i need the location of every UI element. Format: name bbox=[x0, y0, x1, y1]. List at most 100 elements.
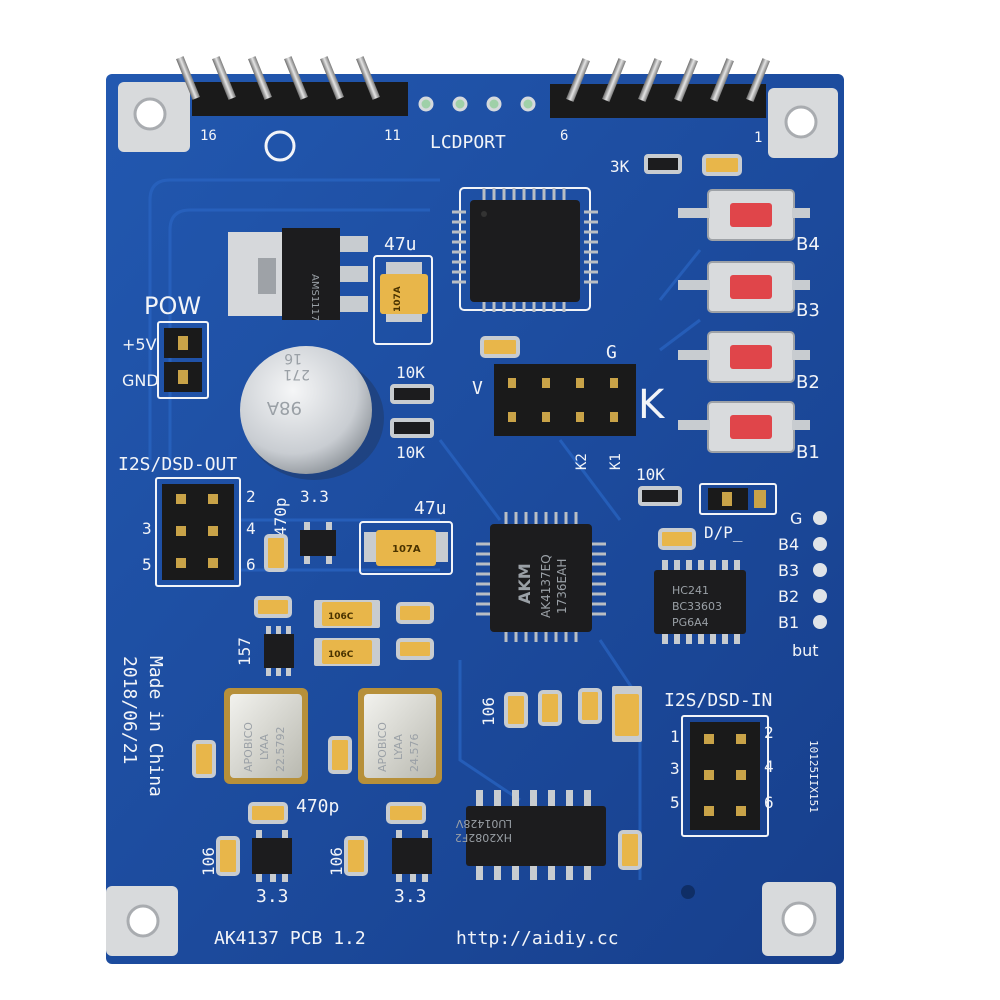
oscillator-22m: APOBICO LYAA 22.5792 bbox=[224, 688, 308, 784]
mcu-chip bbox=[452, 187, 598, 312]
board-url: http://aidiy.cc bbox=[456, 928, 619, 949]
b3-pin-label: B3 bbox=[778, 561, 799, 580]
mounting-hole-top-right bbox=[768, 88, 838, 158]
osc1-freq: 22.5792 bbox=[274, 727, 287, 773]
key-header bbox=[494, 364, 636, 436]
tantalum-capacitor-mid: 107A bbox=[359, 521, 453, 575]
resistor-10k-c bbox=[638, 486, 682, 506]
hc241-line3: PG6A4 bbox=[672, 616, 709, 629]
mounting-hole-top-left bbox=[118, 82, 190, 152]
lcd-header-left bbox=[176, 56, 408, 116]
dp-jumper[interactable] bbox=[699, 483, 777, 515]
out-pin-6: 6 bbox=[246, 555, 256, 574]
lcd-header-right bbox=[550, 58, 770, 118]
tact-switch-b3[interactable] bbox=[678, 261, 810, 313]
in-pin-1: 1 bbox=[670, 727, 680, 746]
serial-number: 10125IIX151 bbox=[807, 740, 820, 813]
g-pin-label: G bbox=[790, 509, 802, 528]
made-in-china-label: Made in China bbox=[145, 656, 166, 797]
regulator-sot23-a bbox=[300, 522, 336, 564]
mounting-hole-bottom-left bbox=[106, 886, 178, 956]
button-pin-pads bbox=[813, 511, 827, 629]
smd-cap-bottom-right bbox=[618, 830, 642, 870]
smd-cap-470p-a bbox=[264, 534, 288, 572]
b1-button-label: B1 bbox=[796, 442, 820, 463]
tantalum-small-a-code: 106C bbox=[328, 612, 354, 622]
i2s-in-header bbox=[681, 715, 769, 837]
osc2-freq: 24.576 bbox=[408, 734, 421, 773]
out-pin-2: 2 bbox=[246, 487, 256, 506]
tantalum-small-b-code: 106C bbox=[328, 650, 354, 660]
b4-pin-label: B4 bbox=[778, 535, 799, 554]
b1-pin-label: B1 bbox=[778, 613, 799, 632]
r10k-b-label: 10K bbox=[396, 443, 425, 462]
smd-cap-106-a bbox=[504, 692, 528, 728]
smd-cap-osc-b bbox=[328, 736, 352, 774]
i2s-out-header bbox=[155, 477, 241, 587]
c106-mid-label: 106 bbox=[327, 847, 346, 876]
b3-button-label: B3 bbox=[796, 300, 820, 321]
capacitor-value: 271 bbox=[283, 366, 310, 382]
smd-cap-osc-a bbox=[192, 740, 216, 778]
tantalum-top-code: 107A bbox=[393, 286, 403, 312]
osc1-line: LYAA bbox=[258, 734, 271, 760]
but-label: but bbox=[792, 641, 819, 660]
i2s-in-label: I2S/DSD-IN bbox=[664, 690, 772, 711]
tantalum-small-a: 106C bbox=[314, 600, 380, 628]
tact-switch-b2[interactable] bbox=[678, 331, 810, 383]
lcd-pin-6-label: 6 bbox=[560, 128, 568, 144]
tantalum-capacitor-top: 107A bbox=[373, 255, 433, 345]
tact-switch-b4[interactable] bbox=[678, 189, 810, 241]
c106-center-label: 106 bbox=[479, 697, 498, 726]
lcd-pin-16-label: 16 bbox=[200, 128, 217, 144]
osc2-brand: APOBICO bbox=[376, 722, 389, 772]
hc241-line2: BC33603 bbox=[672, 600, 722, 613]
resistor-10k-b bbox=[390, 418, 434, 438]
tact-switch-b1[interactable] bbox=[678, 401, 810, 453]
c470p-a-label: 470p bbox=[271, 497, 290, 536]
capacitor-code: 98A bbox=[266, 397, 302, 418]
in-pin-3: 3 bbox=[670, 759, 680, 778]
osc1-brand: APOBICO bbox=[242, 722, 255, 772]
v33-a-label: 3.3 bbox=[300, 487, 329, 506]
plus5v-label: +5V bbox=[122, 335, 157, 354]
b2-pin-label: B2 bbox=[778, 587, 799, 606]
hc241-line1: HC241 bbox=[672, 584, 709, 597]
r10k-a-label: 10K bbox=[396, 363, 425, 382]
i2s-out-label: I2S/DSD-OUT bbox=[118, 454, 237, 475]
tantalum-mid-code: 107A bbox=[392, 544, 421, 555]
r10k-c-label: 10K bbox=[636, 465, 665, 484]
c470p-b-label: 470p bbox=[296, 796, 339, 817]
c47u-top-label: 47u bbox=[384, 234, 417, 255]
small-ic-157 bbox=[264, 626, 294, 676]
bottom-chip-line1: HX2082F2 bbox=[455, 831, 512, 844]
mounting-hole-bottom-right bbox=[762, 882, 836, 956]
lcd-pad bbox=[264, 130, 296, 162]
lcd-through-holes bbox=[418, 96, 536, 112]
regulator-marking: AMS1117 bbox=[309, 274, 320, 321]
v-label: V bbox=[472, 378, 483, 399]
smd-cap-row-c bbox=[396, 638, 434, 660]
smd-cap-106-left bbox=[216, 836, 240, 876]
pow-label: POW bbox=[144, 292, 201, 320]
r3k-label: 3K bbox=[610, 157, 630, 176]
smd-cap-470p-b2 bbox=[386, 802, 426, 824]
c157-label: 157 bbox=[235, 637, 254, 666]
resistor-3k bbox=[644, 154, 682, 174]
regulator-sot23-c bbox=[392, 830, 432, 882]
in-pin-5: 5 bbox=[670, 793, 680, 812]
v33-b-label: 3.3 bbox=[256, 886, 289, 907]
bottom-chip-line2: LU01428V bbox=[455, 817, 512, 830]
lcd-pin-1-label: 1 bbox=[754, 130, 762, 146]
smd-cap-106-b bbox=[538, 690, 562, 726]
capacitor-voltage: 16 bbox=[284, 350, 302, 366]
tantalum-small-c bbox=[612, 686, 642, 742]
power-header bbox=[157, 321, 209, 399]
dp-label: D/P_ bbox=[704, 523, 743, 542]
out-pin-5: 5 bbox=[142, 555, 152, 574]
lcdport-label: LCDPORT bbox=[430, 132, 506, 153]
voltage-regulator: AMS1117 bbox=[228, 228, 368, 321]
b4-button-label: B4 bbox=[796, 234, 820, 255]
k1-label: K1 bbox=[608, 453, 624, 470]
